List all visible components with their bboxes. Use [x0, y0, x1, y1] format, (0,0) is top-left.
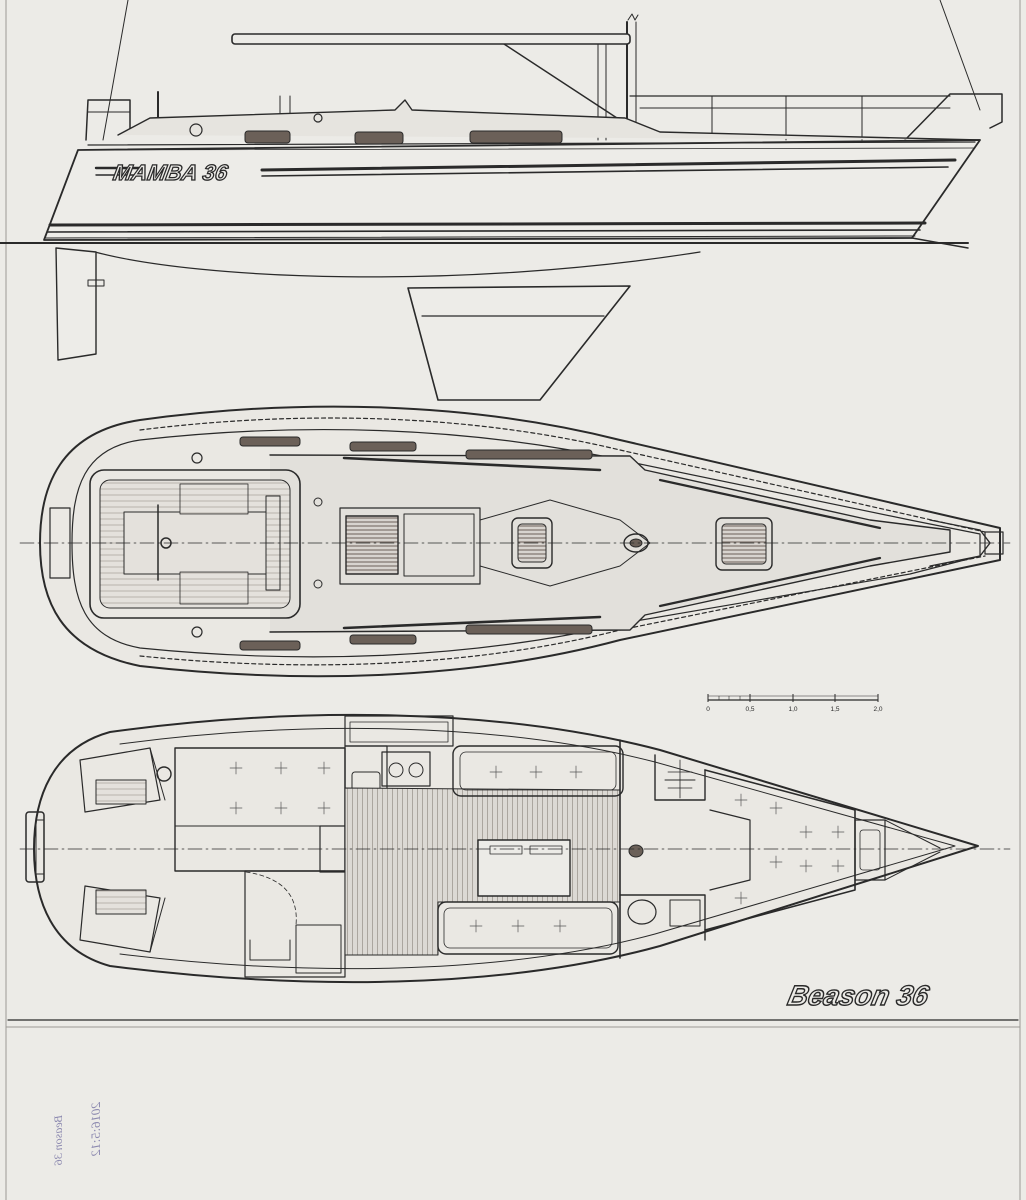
scale-bar — [707, 694, 879, 702]
scale-tick-1: 0,5 — [745, 706, 754, 713]
archive-title-note: Beason 36 — [51, 1115, 65, 1165]
accommodation-plan-view — [7, 713, 1019, 1021]
archive-number-note: 2016:5:12 — [88, 1102, 103, 1157]
scale-tick-3: 1,5 — [830, 706, 839, 713]
drawing-title: Beason 36 — [785, 979, 932, 1011]
side-profile-view — [0, 0, 1003, 401]
scale-tick-2: 1,0 — [788, 706, 797, 713]
scale-tick-4: 2,0 — [873, 706, 882, 713]
sheet-frame — [5, 0, 1021, 1200]
scale-tick-0: 0 — [706, 706, 710, 713]
deck-plan-view — [19, 405, 1011, 678]
hull-name-label: MAMBA 36 — [111, 160, 230, 185]
